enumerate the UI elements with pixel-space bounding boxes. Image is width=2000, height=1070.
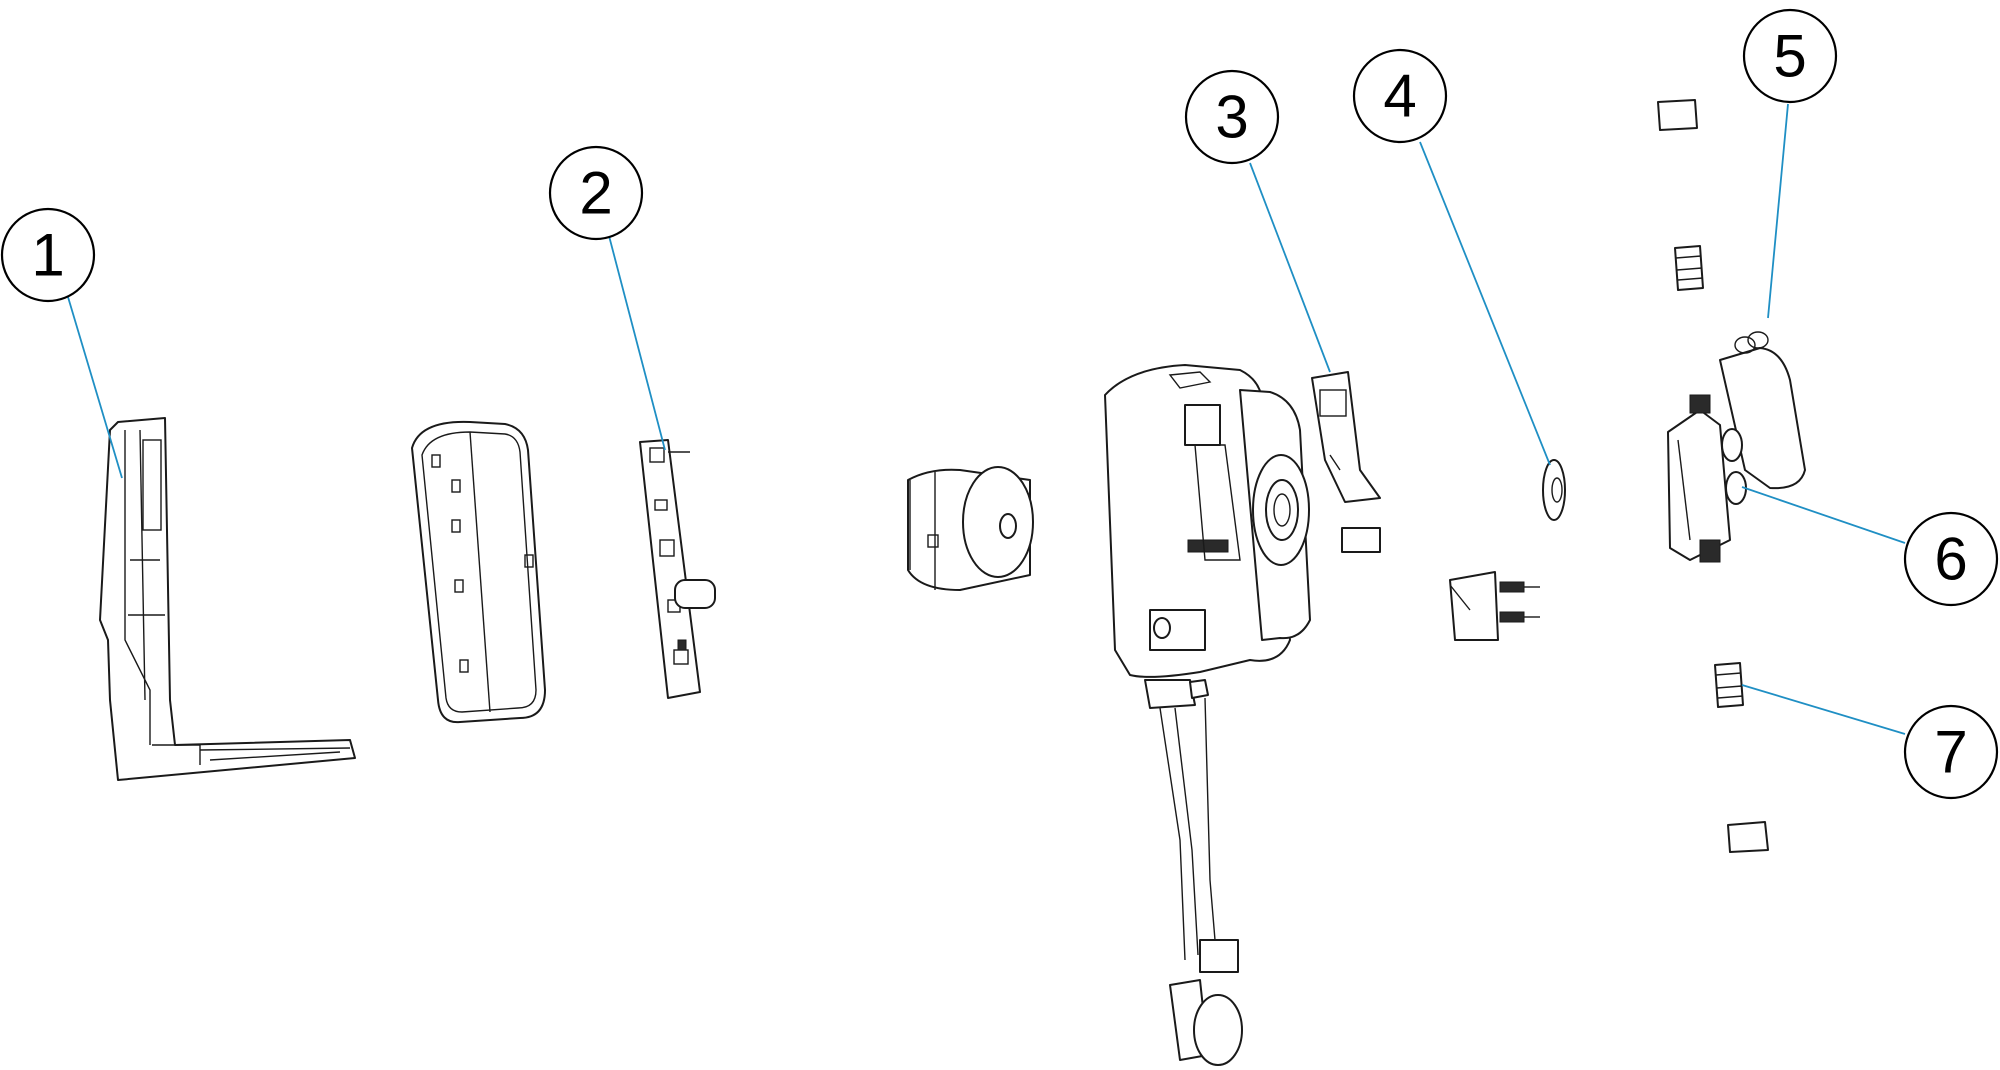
leader-lines bbox=[67, 103, 1906, 735]
callout-label-6: 6 bbox=[1934, 526, 1967, 593]
callout-3: 3 bbox=[1184, 69, 1280, 165]
callout-2: 2 bbox=[548, 145, 644, 241]
leader-line-7 bbox=[1741, 684, 1906, 735]
leader-line-3 bbox=[1249, 162, 1331, 373]
callout-label-5: 5 bbox=[1773, 23, 1806, 90]
part-fittings bbox=[1657, 99, 1769, 853]
callout-5: 5 bbox=[1742, 8, 1838, 104]
part-front-cover bbox=[411, 420, 546, 724]
callout-label-7: 7 bbox=[1934, 719, 1967, 786]
callout-label-1: 1 bbox=[31, 222, 64, 289]
part-circuit-board bbox=[639, 439, 716, 699]
callout-6: 6 bbox=[1903, 511, 1999, 607]
leader-line-4 bbox=[1419, 141, 1551, 466]
callout-1: 1 bbox=[0, 207, 96, 303]
leader-line-5 bbox=[1767, 103, 1789, 319]
part-wall-bracket bbox=[99, 417, 356, 781]
part-diaphragm bbox=[1542, 459, 1566, 521]
part-pump-head bbox=[1667, 331, 1806, 563]
leader-line-2 bbox=[607, 231, 666, 451]
callout-7: 7 bbox=[1903, 704, 1999, 800]
leader-line-1 bbox=[67, 296, 123, 479]
callout-label-3: 3 bbox=[1215, 84, 1248, 151]
callout-4: 4 bbox=[1352, 48, 1448, 144]
part-label-plate bbox=[1311, 371, 1381, 553]
part-main-body bbox=[1104, 364, 1311, 1066]
part-connector-block bbox=[1449, 571, 1540, 641]
callout-label-2: 2 bbox=[579, 160, 612, 227]
callout-label-4: 4 bbox=[1383, 63, 1416, 130]
leader-line-6 bbox=[1741, 486, 1906, 544]
part-motor-unit bbox=[907, 466, 1034, 591]
